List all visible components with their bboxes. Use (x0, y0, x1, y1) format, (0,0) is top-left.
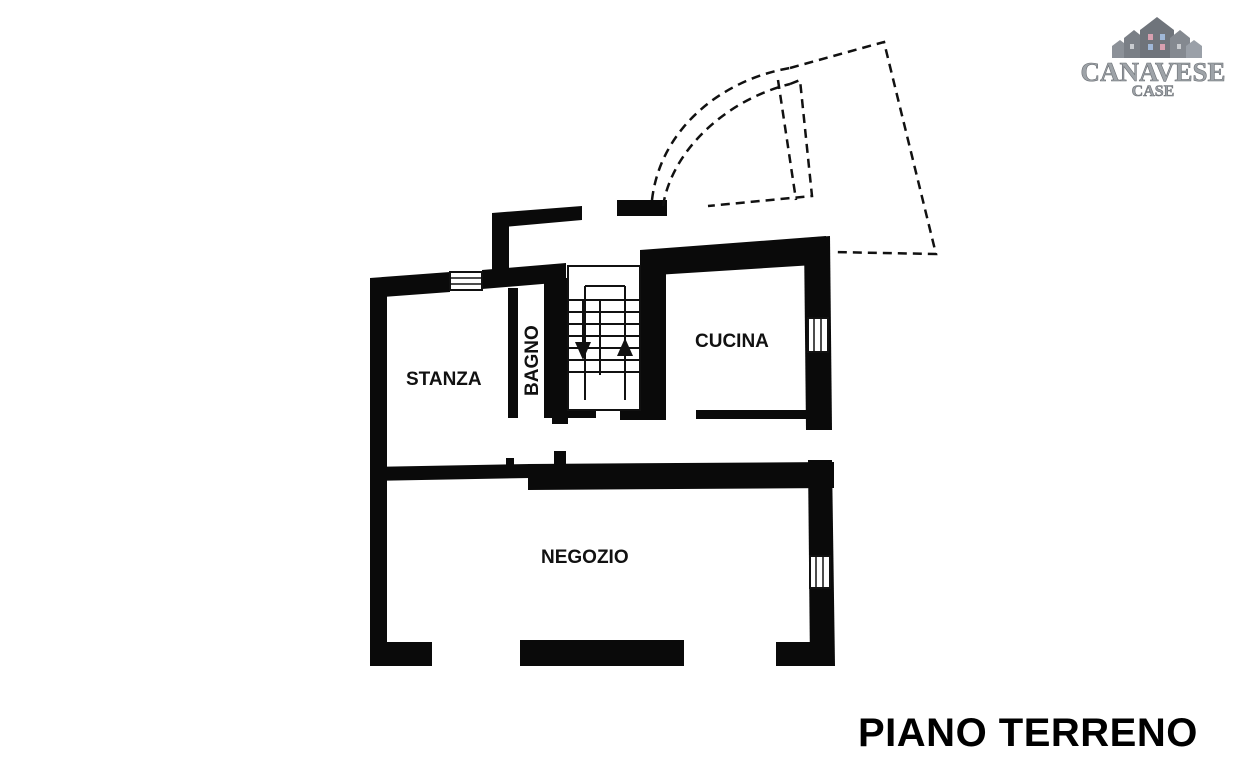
wall-middle (370, 464, 530, 481)
wall-top-stanza (370, 272, 450, 298)
wall-cucina-top (640, 236, 830, 276)
wall-cucina-bottom-left (620, 410, 666, 420)
wall-vestibule-left (492, 213, 509, 273)
stair-arrow-down-icon (575, 342, 591, 360)
wall-bottom-right (776, 642, 834, 666)
wall-bagno-left (508, 288, 518, 418)
wall-vestibule-right (617, 200, 667, 216)
houses-icon (1112, 17, 1202, 58)
wall-bagno-right (544, 278, 568, 418)
wall-bottom-center (520, 640, 684, 666)
outdoor-area (650, 40, 938, 256)
wall-middle-stub (554, 451, 566, 467)
wall-bagno-bottom (552, 410, 568, 424)
window-top (449, 271, 483, 291)
dashed-inner-boundary (707, 78, 814, 208)
walls (370, 200, 835, 666)
dashed-outer-boundary (789, 40, 938, 256)
room-label-bagno: BAGNO (522, 325, 543, 396)
window-negozio (809, 555, 831, 589)
wall-bottom-left (370, 642, 432, 666)
wall-middle-right (528, 462, 834, 490)
logo-text-main: CANAVESE (1080, 57, 1225, 87)
floor-title: PIANO TERRENO (858, 711, 1198, 755)
dashed-inner-line (776, 79, 798, 201)
wall-stair-right (640, 250, 666, 420)
wall-stair-bottom (568, 410, 596, 418)
wall-cucina-bottom (696, 410, 806, 419)
window-cucina (807, 317, 829, 353)
arc-inner (661, 82, 791, 207)
wall-middle-stub2 (506, 458, 514, 466)
wall-vestibule-top (492, 206, 582, 228)
arc-outer (650, 66, 791, 201)
logo-text-sub: CASE (1132, 83, 1175, 100)
room-label-negozio: NEGOZIO (541, 547, 629, 568)
room-label-cucina: CUCINA (695, 331, 769, 352)
room-label-stanza: STANZA (406, 369, 482, 390)
staircase (567, 265, 641, 411)
brand-logo: CANAVESE CASE (1080, 17, 1226, 100)
stair-arrow-up-icon (617, 338, 633, 356)
